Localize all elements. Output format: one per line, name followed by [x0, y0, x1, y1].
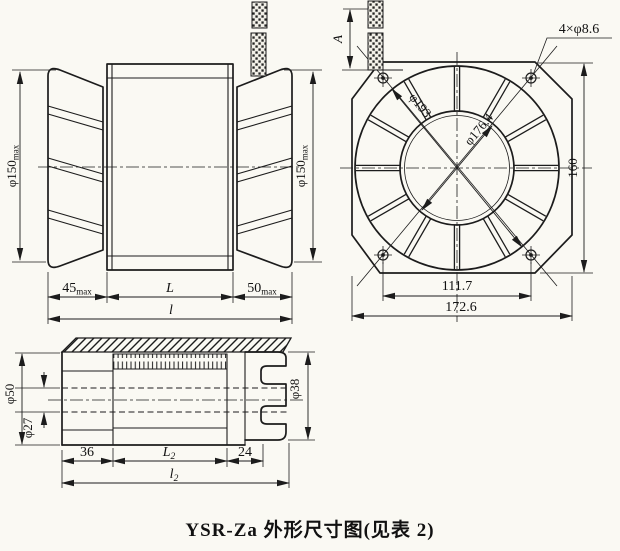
dim-rotor-dia-38: φ38: [287, 379, 302, 400]
side-right-end-bracket: [236, 67, 293, 269]
front-cable: [367, 0, 384, 71]
dim-side-rear-length: 50max: [247, 281, 277, 297]
side-view: φ150max φ150max 45max L 50max l: [4, 1, 322, 324]
dim-side-front-length: 45max: [62, 281, 92, 297]
rotor-view: φ50 φ27 φ38 36 L2 24 l2: [2, 337, 315, 488]
dim-side-dia-right: φ150max: [293, 144, 310, 187]
dim-rotor-dia-27: φ27: [20, 417, 35, 438]
front-view: A 4×φ8.6 φ193 φ176.4 160 111.7 172.6: [330, 0, 612, 322]
rotor-core-laminations: [112, 353, 228, 370]
dim-cable-length: A: [330, 35, 345, 44]
dim-rotor-rear-length: 24: [238, 445, 252, 460]
rotor-body: [61, 351, 246, 446]
figure-caption: YSR-Za 外形尺寸图(见表 2): [185, 518, 434, 541]
dim-side-core-length: L: [165, 281, 174, 296]
dim-rotor-total-length: l2: [170, 467, 179, 484]
dim-side-total-length: l: [169, 303, 173, 318]
mount-hole-bottom-left: [373, 245, 393, 265]
side-cable: [250, 1, 268, 77]
dim-mount-holes: 4×φ8.6: [559, 22, 599, 37]
dim-side-dia-left: φ150max: [4, 144, 21, 187]
dim-hole-spacing: 111.7: [442, 279, 472, 294]
front-frame-outline: [351, 61, 573, 274]
front-outer-circle: [354, 65, 560, 271]
dim-rotor-front-length: 36: [80, 445, 94, 460]
dim-frame-width: 172.6: [445, 300, 477, 315]
mount-hole-bottom-right: [521, 245, 541, 265]
rotor-hatched-sleeve: [60, 337, 293, 353]
side-left-end-bracket: [47, 67, 104, 269]
dim-rotor-dia-50: φ50: [2, 384, 17, 405]
dim-rotor-core-length: L2: [162, 445, 176, 462]
dim-frame-height: 160: [565, 158, 580, 178]
rotor-coupling: [244, 351, 287, 445]
